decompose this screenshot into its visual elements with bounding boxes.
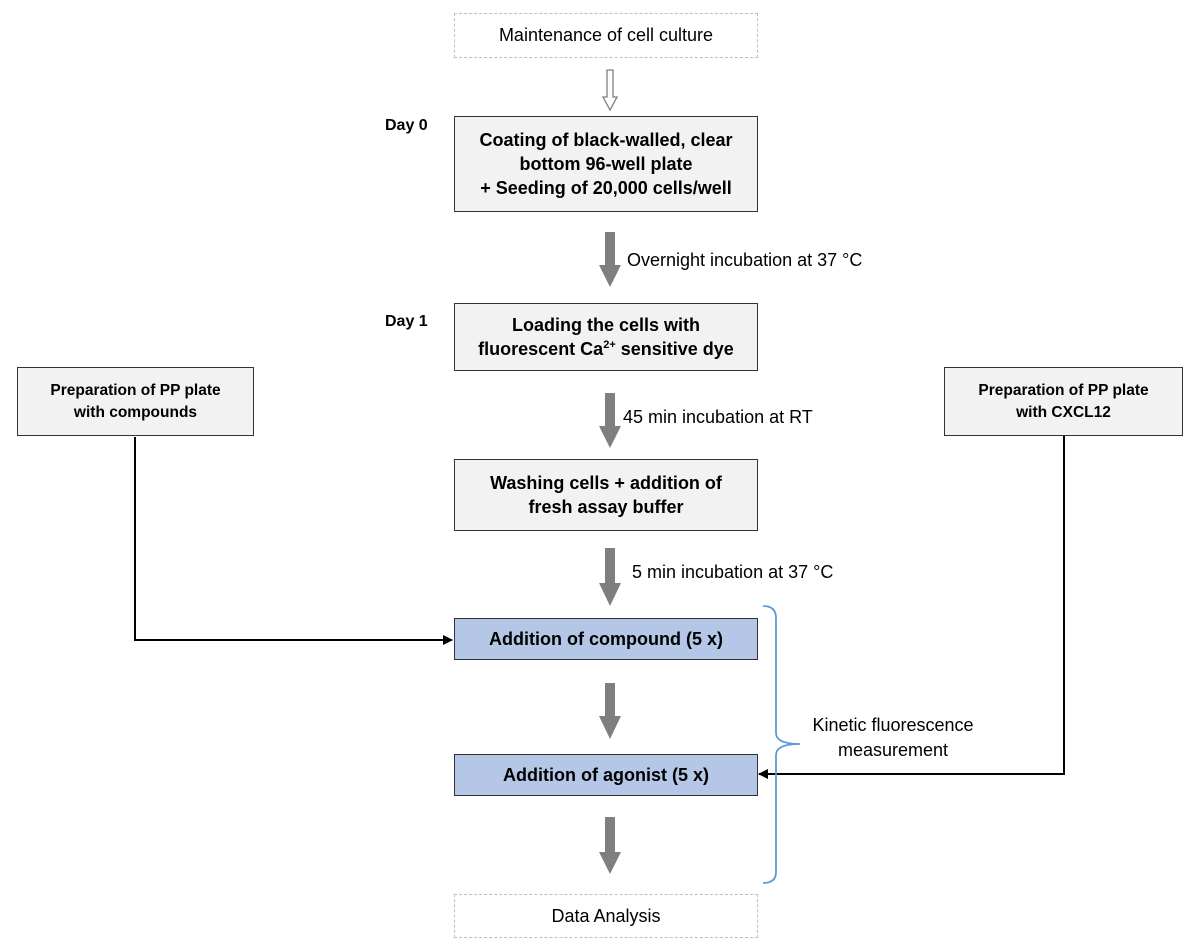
arrow-agonist-analysis — [599, 817, 621, 874]
coating-line-2: bottom 96-well plate — [519, 154, 693, 174]
coating-line-1: Coating of black-walled, clear — [479, 130, 733, 150]
arrow-5min — [599, 548, 621, 606]
measurement-bracket — [762, 605, 801, 884]
prep-compounds-line-1: Preparation of PP plate — [50, 381, 221, 399]
connector-cxcl12 — [758, 436, 1065, 779]
data-analysis-box: Data Analysis — [454, 894, 758, 938]
loading-line-1: Loading the cells with — [511, 315, 700, 335]
step-overnight: Overnight incubation at 37 °C — [627, 250, 863, 270]
day1-label: Day 1 — [385, 313, 428, 330]
add-agonist-label: Addition of agonist (5 x) — [503, 764, 709, 785]
day0-label: Day 0 — [385, 117, 428, 134]
add-compound-label: Addition of compound (5 x) — [489, 628, 723, 649]
kinetic-line-1: Kinetic fluorescence — [812, 715, 974, 735]
calcium-charge: 2+ — [603, 339, 616, 351]
arrow-compound-agonist — [599, 683, 621, 739]
step-45min: 45 min incubation at RT — [623, 407, 813, 427]
maintenance-box: Maintenance of cell culture — [454, 13, 758, 58]
kinetic-measurement-label: Kinetic fluorescence measurement — [793, 713, 993, 763]
maintenance-label: Maintenance of cell culture — [498, 25, 714, 45]
washing-line-1: Washing cells + addition of — [490, 473, 722, 493]
coating-box: Coating of black-walled, clear bottom 96… — [454, 116, 758, 212]
add-agonist-box: Addition of agonist (5 x) — [454, 754, 758, 796]
add-compound-box: Addition of compound (5 x) — [454, 618, 758, 660]
washing-line-2: fresh assay buffer — [528, 497, 684, 517]
prep-compounds-box: Preparation of PP plate with compounds — [17, 367, 254, 436]
washing-box: Washing cells + addition of fresh assay … — [454, 459, 758, 531]
data-analysis-label: Data Analysis — [551, 905, 661, 926]
loading-box: Loading the cells with fluorescent Ca2+ … — [454, 303, 758, 371]
arrow-overnight — [599, 232, 621, 287]
coating-line-3: + Seeding of 20,000 cells/well — [480, 178, 732, 198]
prep-compounds-line-2: with compounds — [73, 403, 198, 421]
kinetic-line-2: measurement — [837, 740, 949, 760]
prep-cxcl12-line-1: Preparation of PP plate — [978, 381, 1149, 399]
loading-line-2: fluorescent Ca2+ sensitive dye — [478, 337, 734, 361]
hollow-arrow — [601, 69, 619, 112]
arrow-45min — [599, 393, 621, 448]
prep-cxcl12-box: Preparation of PP plate with CXCL12 — [944, 367, 1183, 436]
loading-line-2-b: sensitive dye — [615, 339, 734, 359]
loading-line-2-a: fluorescent Ca — [478, 339, 604, 359]
prep-cxcl12-line-2: with CXCL12 — [1016, 403, 1111, 421]
connector-compounds — [134, 437, 453, 645]
step-5min: 5 min incubation at 37 °C — [632, 562, 834, 582]
